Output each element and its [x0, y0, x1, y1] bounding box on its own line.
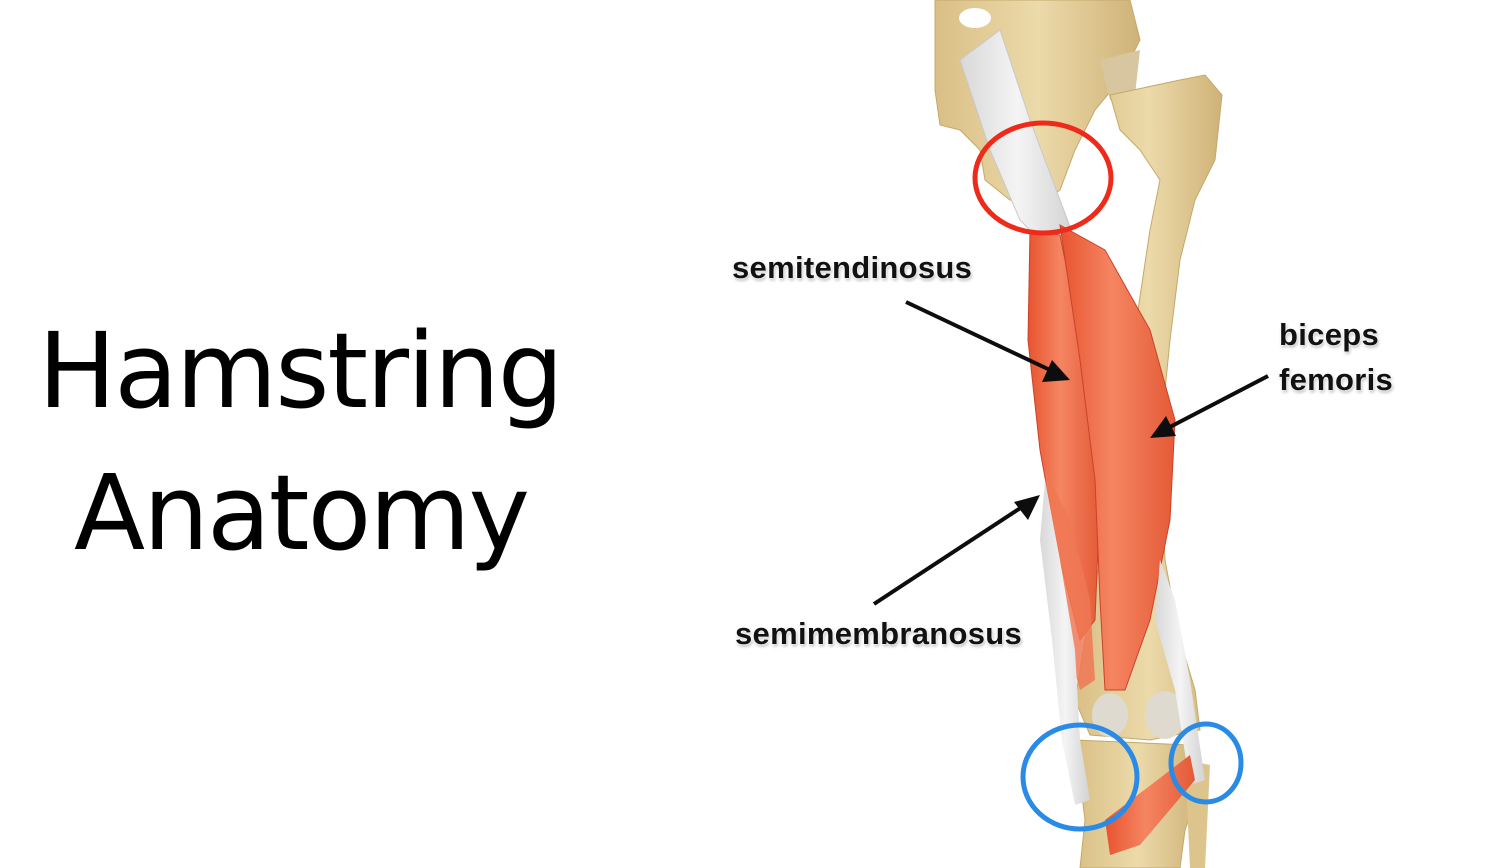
arrow-semimembranosus: [872, 495, 1040, 606]
title-line-1: Hamstring: [38, 310, 564, 432]
title-line-2: Anatomy: [74, 452, 530, 574]
page-title: Hamstring Anatomy: [38, 300, 598, 584]
insertion-circle-medial-blue: [1020, 722, 1140, 832]
label-femoris: femoris: [1279, 362, 1394, 397]
label-biceps: biceps: [1279, 317, 1380, 352]
arrow-biceps-femoris: [1150, 374, 1269, 438]
biceps-femoris-muscle: [1059, 224, 1176, 691]
insertion-circle-lateral-blue: [1168, 721, 1244, 805]
label-semitendinosus: semitendinosus: [732, 250, 973, 285]
semimembranosus-muscle: [1045, 470, 1095, 690]
origin-circle-red: [972, 120, 1114, 236]
label-semimembranosus: semimembranosus: [735, 616, 1023, 651]
arrow-semitendinosus: [905, 300, 1070, 382]
